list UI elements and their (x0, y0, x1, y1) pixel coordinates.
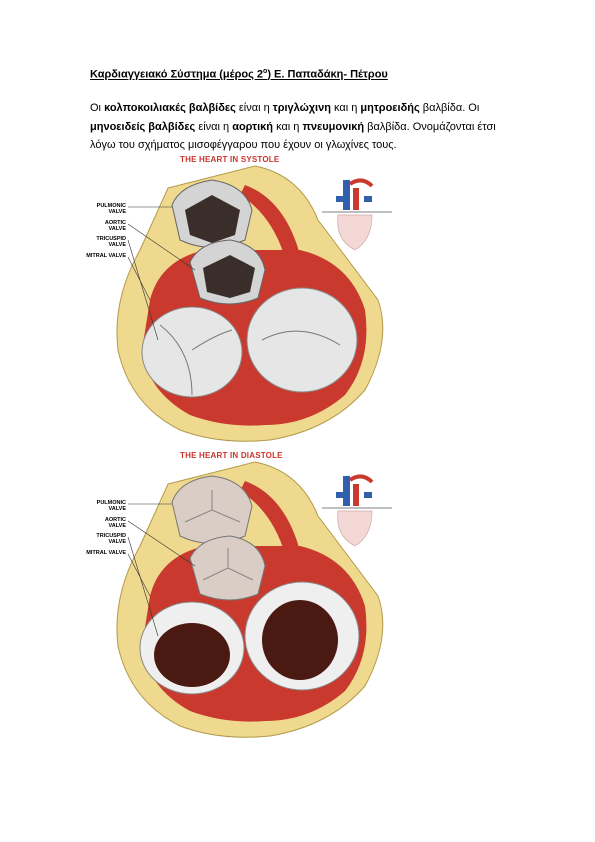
systole-muscle-stripe (240, 185, 300, 258)
systole-pulmonic-orifice (185, 195, 240, 243)
systole-title: THE HEART IN SYSTOLE (180, 155, 280, 164)
diastole-label-mitral: MITRAL VALVE (86, 550, 126, 556)
diastole-small-heart-icon (322, 474, 392, 547)
systole-small-heart-icon (322, 178, 392, 251)
diastole-label-tricuspid: TRICUSPID VALVE (96, 533, 126, 545)
systole-label-mitral: MITRAL VALVE (86, 253, 126, 259)
intro-paragraph: Οι κολποκοιλιακές βαλβίδες είναι η τριγλ… (90, 102, 496, 151)
systole-label-pulmonic: PULMONIC VALVE (96, 203, 126, 215)
diastole-label-aortic: AORTIC VALVE (104, 517, 126, 529)
diastole-tricuspid-opening (154, 623, 230, 687)
systole-label-tricuspid: TRICUSPID VALVE (96, 236, 126, 248)
title-superscript: ο (263, 68, 268, 75)
diastole-mitral-opening (262, 600, 338, 680)
diastole-aortic-seam (202, 548, 254, 581)
systole-leader-lines (127, 206, 196, 341)
term-mitral: μητροειδής (360, 102, 420, 114)
term-semilunar-valves: μηνοειδείς βαλβίδες (90, 120, 196, 133)
term-av-valves: κολποκοιλιακές βαλβίδες (104, 102, 236, 114)
diastole-title: THE HEART IN DIASTOLE (180, 451, 283, 460)
systole-mitral-seam (261, 330, 341, 346)
diastole-leader-lines (127, 503, 196, 637)
page-title: Καρδιαγγειακό Σύστημα (μέρος 2ο) Ε. Παπα… (90, 68, 388, 81)
diastole-pulmonic-seam (184, 490, 241, 523)
term-aortic: αορτική (232, 120, 274, 133)
diastole-label-pulmonic: PULMONIC VALVE (96, 500, 126, 512)
systole-mitral-valve (246, 287, 358, 393)
diastole-muscle-stripe (240, 481, 300, 554)
systole-tricuspid-valve (141, 306, 243, 398)
systole-aortic-orifice (203, 255, 255, 298)
systole-label-aortic: AORTIC VALVE (104, 220, 126, 232)
term-tricuspid: τριγλώχινη (272, 102, 331, 114)
systole-tricuspid-seam (159, 324, 233, 396)
term-pulmonic: πνευμονική (302, 120, 365, 133)
